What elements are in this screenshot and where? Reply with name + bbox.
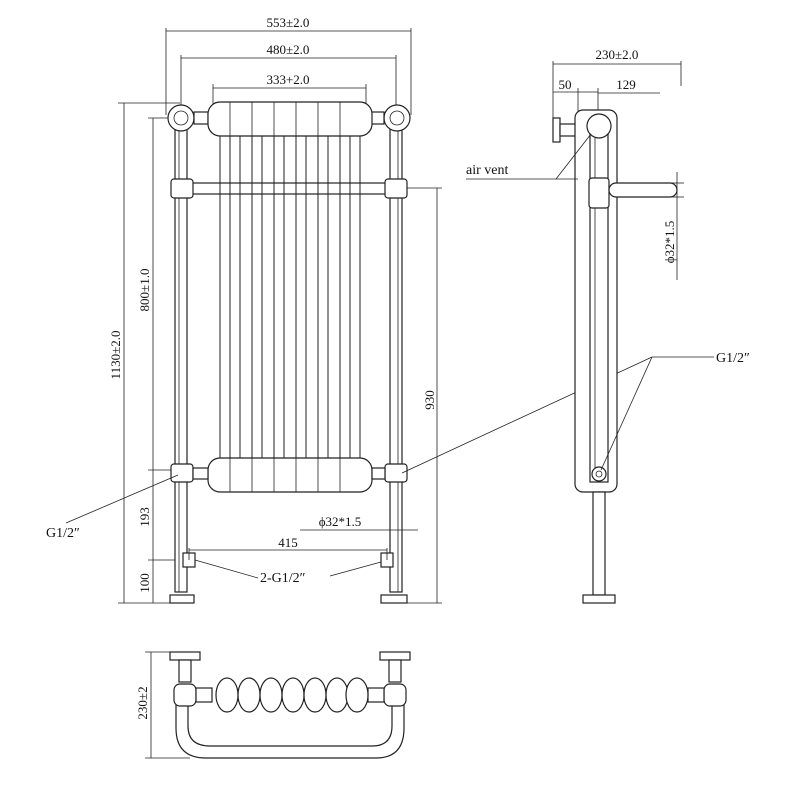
front-view: 553±2.0 480±2.0 333+2.0 1130±2.0 800±1.0… bbox=[46, 15, 653, 604]
front-feet bbox=[169, 594, 408, 604]
dim-415: 415 bbox=[278, 535, 298, 550]
dim-total-height: 1130±2.0 bbox=[108, 331, 123, 380]
dim-rail-to-bottom: 800±1.0 bbox=[137, 269, 152, 312]
label-g12-left: G1/2″ bbox=[46, 526, 80, 541]
side-dimension-lines bbox=[552, 61, 682, 118]
label-floor-connections: 2-G1/2″ bbox=[260, 571, 306, 586]
side-leg bbox=[582, 491, 616, 604]
dim-193: 193 bbox=[137, 507, 152, 527]
top-left-elbow bbox=[167, 104, 209, 132]
dim-plan-depth: 230±2 bbox=[135, 686, 150, 719]
bottom-right-connector bbox=[371, 463, 408, 483]
radiator-columns bbox=[207, 101, 373, 493]
towel-rail bbox=[170, 178, 408, 199]
label-g12-right: G1/2″ bbox=[716, 351, 750, 366]
dim-side-depth: 230±2.0 bbox=[596, 47, 639, 62]
plan-wall-plates bbox=[169, 651, 411, 683]
bottom-left-connector bbox=[170, 463, 209, 483]
dim-side-pipe-diameter: ϕ32*1.5 bbox=[662, 221, 677, 264]
leader-g12-left bbox=[65, 474, 179, 524]
dim-pipe-diameter-front: ϕ32*1.5 bbox=[319, 514, 362, 529]
dim-side-50: 50 bbox=[559, 77, 572, 92]
dim-column-width: 333+2.0 bbox=[266, 72, 309, 87]
leader-floor-left bbox=[194, 559, 259, 579]
front-left-dimension-lines bbox=[118, 102, 185, 604]
plan-radiator-body bbox=[173, 677, 407, 713]
front-top-dimension-lines bbox=[165, 28, 412, 115]
side-body bbox=[574, 109, 678, 493]
side-diameter-dim-lines bbox=[670, 172, 684, 280]
dim-100: 100 bbox=[137, 573, 152, 593]
front-right-dimension-lines bbox=[402, 187, 442, 604]
leader-air-vent-diag bbox=[555, 133, 592, 180]
label-air-vent: air vent bbox=[466, 163, 508, 178]
floor-valves bbox=[182, 548, 394, 568]
plan-view: 230±2 bbox=[135, 651, 411, 759]
dim-pipe-centres: 480±2.0 bbox=[267, 42, 310, 57]
dim-overall-width: 553±2.0 bbox=[267, 15, 310, 30]
top-right-elbow bbox=[369, 104, 411, 132]
side-view: 230±2.0 50 129 air vent ϕ3 bbox=[466, 47, 750, 604]
pipe-diameter-dim-front bbox=[300, 516, 418, 533]
leader-floor-right bbox=[329, 561, 382, 577]
leader-g12-side bbox=[600, 356, 653, 471]
dim-side-129: 129 bbox=[616, 77, 636, 92]
dim-930: 930 bbox=[422, 390, 437, 410]
